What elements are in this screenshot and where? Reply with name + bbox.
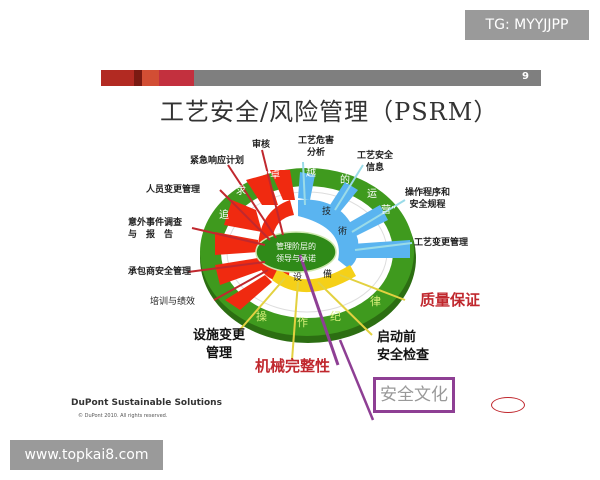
footer-copyright: © DuPont 2010. All rights reserved. <box>78 413 168 419</box>
ring-char: 操 <box>256 309 267 323</box>
segment-char: 術 <box>338 226 347 237</box>
ring-char: 的 <box>340 173 350 186</box>
segment-char: 備 <box>323 268 332 280</box>
slide-title: 工艺安全/风险管理（PSRM） <box>160 98 499 126</box>
ring-char: 律 <box>370 295 381 308</box>
ring-char: 运 <box>367 188 377 200</box>
ring-char: 作 <box>297 316 308 329</box>
ring-char: 求 <box>236 185 246 197</box>
label-quality-assurance: 质量保证 <box>420 291 481 309</box>
label-contractor-safety: 承包商安全管理 <box>128 267 192 277</box>
website-watermark: www.topkai8.com <box>10 440 163 470</box>
label-emergency-response: 紧急响应计划 <box>190 156 245 166</box>
slide-header-bar: 9 <box>101 70 541 86</box>
label-incident-investigation: 意外事件调查 与 报 告 <box>128 218 183 240</box>
segment-char: 设 <box>293 272 302 283</box>
page-number: 9 <box>522 71 529 82</box>
label-process-change: 工艺变更管理 <box>414 238 469 248</box>
label-audit: 审核 <box>252 140 271 150</box>
ring-char: 追 <box>219 208 229 221</box>
center-ellipse <box>255 231 337 273</box>
segment-char: 技 <box>322 205 331 217</box>
dupont-logo <box>491 397 525 413</box>
label-pre-startup-review: 启动前 安全检查 <box>377 330 430 363</box>
footer-brand: DuPont Sustainable Solutions <box>71 398 222 408</box>
ring-char: 越 <box>306 166 316 179</box>
ring-text-top: 追 求 “卓 越 的 运 营” <box>219 166 396 221</box>
equipment-segment <box>272 265 356 293</box>
leader-lines <box>187 149 413 421</box>
tg-watermark: TG: MYYJJPP <box>465 10 589 40</box>
ring-char: “卓 <box>265 169 280 181</box>
label-training: 培训与绩效 <box>150 297 196 307</box>
center-text: 管理阶层的 <box>276 241 316 251</box>
label-operating-procedures: 操作程序和 安全规程 <box>405 188 451 210</box>
label-personnel-change: 人员变更管理 <box>146 185 201 195</box>
label-facility-change: 设施变更 管理 <box>193 328 246 361</box>
ring-char: 纪 <box>330 310 341 323</box>
label-process-hazard-analysis: 工艺危害 分析 <box>298 136 335 158</box>
ring-char: 营” <box>381 203 396 216</box>
label-mechanical-integrity: 机械完整性 <box>255 357 331 375</box>
label-process-safety-info: 工艺安全 信息 <box>357 151 394 173</box>
ring-text-bottom: 操 作 纪 律 <box>256 295 381 329</box>
safety-culture-box: 安全文化 <box>373 377 455 413</box>
center-text: 领导与承诺 <box>276 253 316 263</box>
